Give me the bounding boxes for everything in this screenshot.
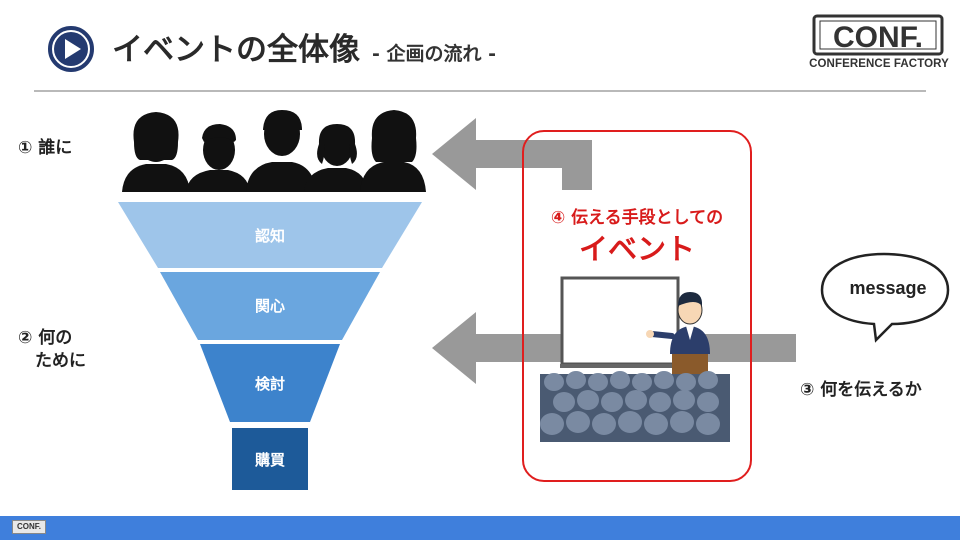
speaker-icon xyxy=(646,292,710,354)
funnel-stage-purchase xyxy=(232,428,308,490)
message-bubble-icon xyxy=(820,252,950,343)
play-icon xyxy=(48,26,94,72)
event-means-subtitle: ④ 伝える手段としての xyxy=(550,208,724,228)
title-subtitle: - 企画の流れ - xyxy=(372,43,497,65)
funnel-stage-awareness xyxy=(118,202,422,268)
person-icon xyxy=(246,110,316,192)
funnel-stage-interest xyxy=(160,272,380,340)
funnel-label-consideration: 検討 xyxy=(255,375,285,393)
logo-subtext: CONFERENCE FACTORY xyxy=(809,58,949,70)
funnel-label-awareness: 認知 xyxy=(255,227,285,245)
why-label-line1: ② 何の xyxy=(18,328,73,348)
funnel-label-purchase: 購買 xyxy=(254,451,285,469)
footer-bar xyxy=(0,516,960,540)
presentation-illustration xyxy=(540,276,730,442)
header-divider xyxy=(34,90,926,92)
person-icon xyxy=(122,112,190,192)
page-title: イベントの全体像 - 企画の流れ - xyxy=(112,24,496,69)
event-means-title: イベント xyxy=(578,232,695,266)
message-text: message xyxy=(849,278,927,298)
title-main: イベントの全体像 xyxy=(112,32,360,68)
person-icon xyxy=(186,124,250,192)
logo-main-text: CONF. xyxy=(833,21,923,54)
what-label: ③ 何を伝えるか xyxy=(800,380,922,400)
conf-logo: CONF. xyxy=(812,14,944,56)
funnel-label-interest: 関心 xyxy=(255,297,285,315)
marketing-funnel: 認知 関心 検討 購買 xyxy=(118,202,422,490)
person-icon xyxy=(304,124,368,192)
why-label-line2: ために xyxy=(18,351,86,371)
audience-silhouettes xyxy=(122,110,426,192)
person-icon xyxy=(360,110,426,192)
footer-logo: CONF. xyxy=(12,520,46,534)
funnel-stage-consideration xyxy=(200,344,340,422)
event-means-box xyxy=(522,130,752,482)
who-label: ① 誰に xyxy=(18,138,73,158)
